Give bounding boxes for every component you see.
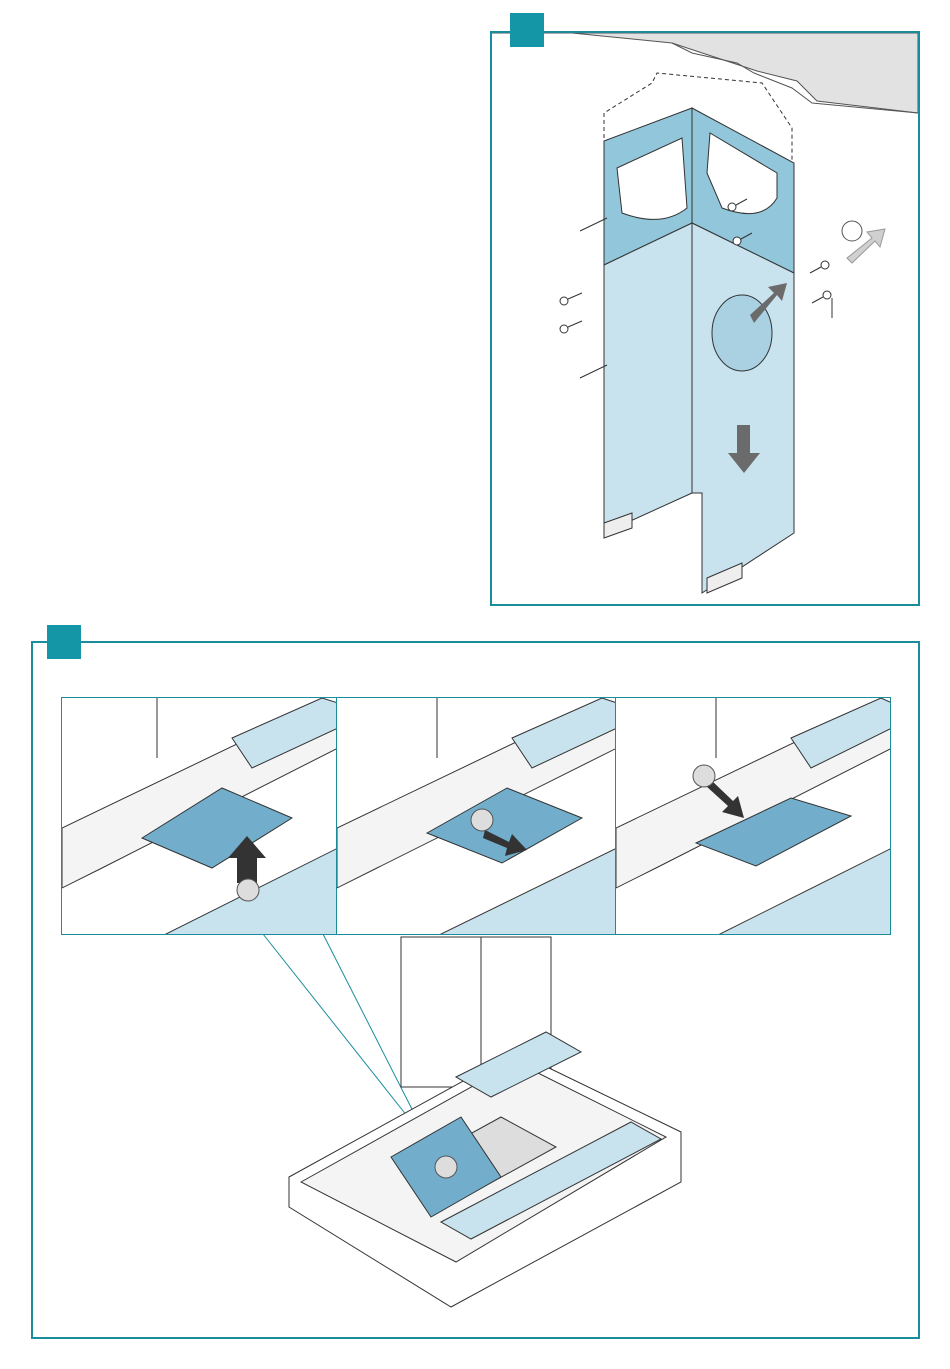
step-panel-3 xyxy=(615,697,891,935)
figure-1-frame xyxy=(490,31,920,606)
ceiling-wall xyxy=(492,33,918,113)
step-panel-2 xyxy=(336,697,616,935)
range-hood-illustration xyxy=(281,927,701,1337)
step-callout-1 xyxy=(842,221,862,241)
lower-duct-left xyxy=(604,223,692,533)
chimney-assembly-illustration xyxy=(492,33,918,604)
lower-duct-right xyxy=(692,223,794,593)
figure-2-step-marker xyxy=(47,625,81,659)
step-panel-1 xyxy=(61,697,337,935)
figure-1-step-marker xyxy=(510,13,544,47)
figure-2-frame xyxy=(31,641,920,1339)
